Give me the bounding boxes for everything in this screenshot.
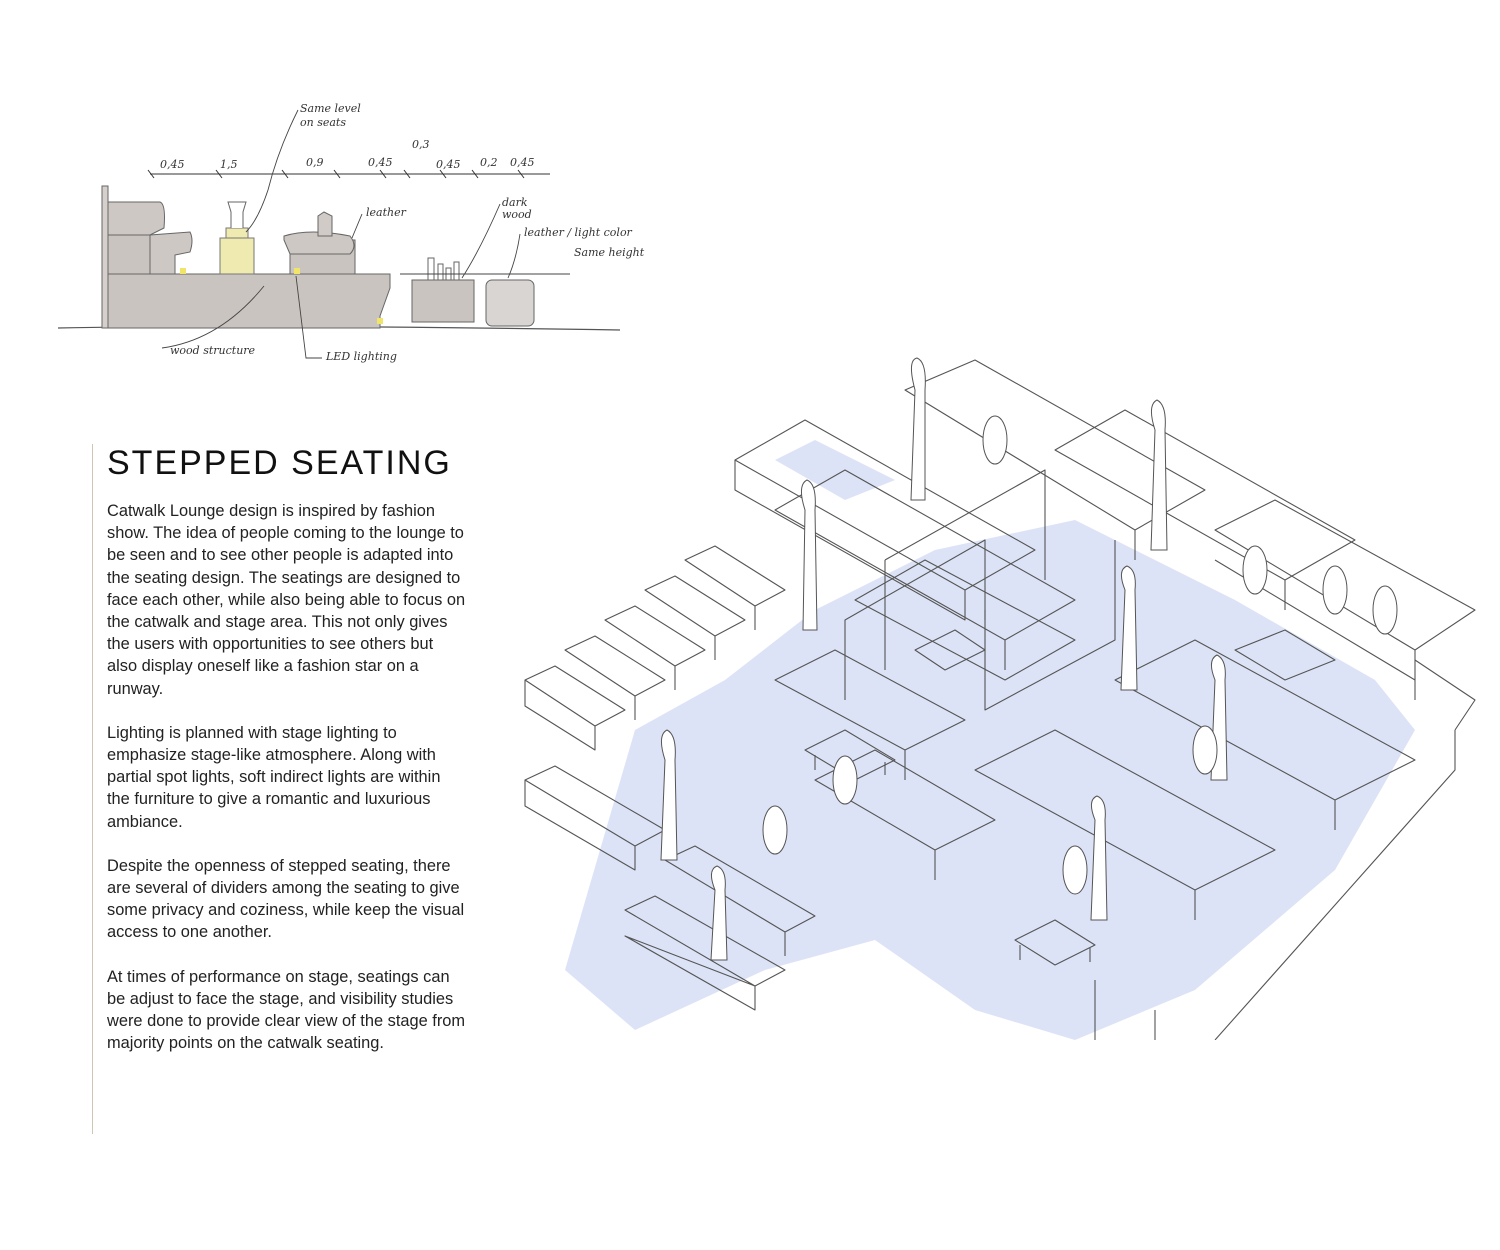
note-led-lighting: LED lighting xyxy=(325,350,397,363)
dim-label: 0,45 xyxy=(510,156,535,169)
led-table xyxy=(219,237,255,275)
page-title: STEPPED SEATING xyxy=(107,444,452,482)
dim-label: 1,5 xyxy=(220,158,238,171)
seat-cushion xyxy=(149,231,193,275)
dimension-ticks xyxy=(147,169,525,179)
sketch-annotations: Same level on seats leather dark wood le… xyxy=(170,102,645,363)
floor-patch xyxy=(775,440,895,500)
wood-structure xyxy=(107,273,391,329)
dim-label: 0,45 xyxy=(436,158,461,171)
floor-area xyxy=(565,520,1415,1040)
paragraph: Lighting is planned with stage lighting … xyxy=(107,723,441,831)
paragraph: Catwalk Lounge design is inspired by fas… xyxy=(107,502,466,698)
note-wood-structure: wood structure xyxy=(170,344,256,357)
section-drawing: 0,45 1,5 0,9 0,45 0,3 0,45 0,2 0,45 Same… xyxy=(57,102,645,363)
table-top xyxy=(225,227,249,239)
glass xyxy=(227,201,247,228)
note-leather: leather xyxy=(366,206,407,219)
axonometric-drawing xyxy=(515,350,1500,1041)
note-dark-wood: wood xyxy=(502,208,532,221)
note-same-height: Same height xyxy=(574,246,645,259)
axonometric-svg xyxy=(524,357,1476,1041)
led-strip-3 xyxy=(377,318,383,324)
dim-label: 0,9 xyxy=(306,156,324,169)
dim-label: 0,45 xyxy=(160,158,185,171)
figures xyxy=(660,357,1398,961)
body-copy: Catwalk Lounge design is inspired by fas… xyxy=(107,500,467,1076)
dim-label: 0,3 xyxy=(412,138,430,151)
backrest xyxy=(317,211,333,237)
seating-lines xyxy=(524,359,1476,1041)
note-leather-light: leather / light color xyxy=(524,226,633,239)
leather-stool xyxy=(485,279,535,327)
seat-cushion-back xyxy=(107,201,165,236)
led-strip-1 xyxy=(180,268,186,274)
note-same-level: on seats xyxy=(300,116,346,129)
back-wall xyxy=(101,185,109,329)
led-strip-2 xyxy=(294,268,300,274)
seat-leather xyxy=(283,231,355,255)
leader-lines xyxy=(161,109,570,359)
dimension-labels: 0,45 1,5 0,9 0,45 0,3 0,45 0,2 0,45 xyxy=(160,138,535,171)
dim-label: 0,45 xyxy=(368,156,393,169)
dark-wood-table xyxy=(411,279,475,323)
text-column: STEPPED SEATING Catwalk Lounge design is… xyxy=(92,444,473,1134)
dim-label: 0,2 xyxy=(480,156,498,169)
paragraph: At times of performance on stage, seatin… xyxy=(107,967,466,1053)
section-sketch: 0,45 1,5 0,9 0,45 0,3 0,45 0,2 0,45 Same… xyxy=(50,90,645,375)
note-same-level: Same level xyxy=(300,102,361,115)
step-lower xyxy=(107,234,151,275)
note-dark-wood: dark xyxy=(502,196,528,209)
paragraph: Despite the openness of stepped seating,… xyxy=(107,856,465,942)
bottles xyxy=(427,257,460,281)
